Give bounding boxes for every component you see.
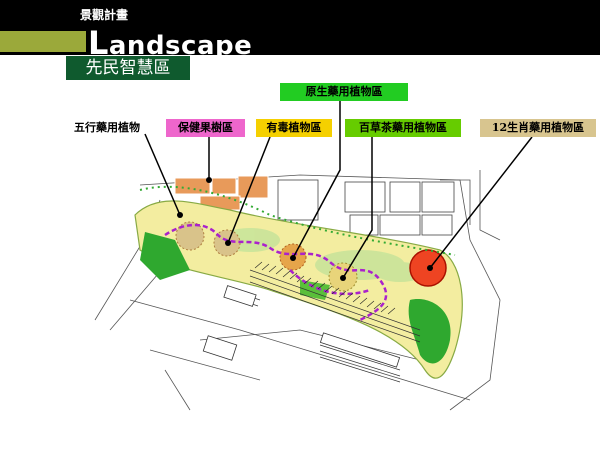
legend-item-toxic-plants: 有毒植物區 (256, 119, 332, 137)
legend-item-herbal-tea: 百草茶藥用植物區 (345, 119, 461, 137)
parking-stripes (254, 261, 396, 315)
dotted-border (139, 185, 456, 256)
buildings (277, 179, 455, 236)
page-subtitle: 先民智慧區 (66, 56, 190, 80)
header-bar (0, 0, 600, 55)
title-initial: L (88, 24, 109, 62)
leader-lines (144, 100, 533, 279)
legend-item-health-fruit: 保健果樹區 (166, 119, 245, 137)
accent-strip (0, 31, 86, 52)
parking-lots (202, 285, 401, 368)
section-label: 景觀計畫 (80, 8, 129, 22)
legend-item-zodiac: 12生肖藥用植物區 (480, 119, 596, 137)
legend-item-wuxing: 五行藥用植物 (74, 121, 140, 134)
legend-top-label: 原生藥用植物區 (280, 83, 408, 101)
